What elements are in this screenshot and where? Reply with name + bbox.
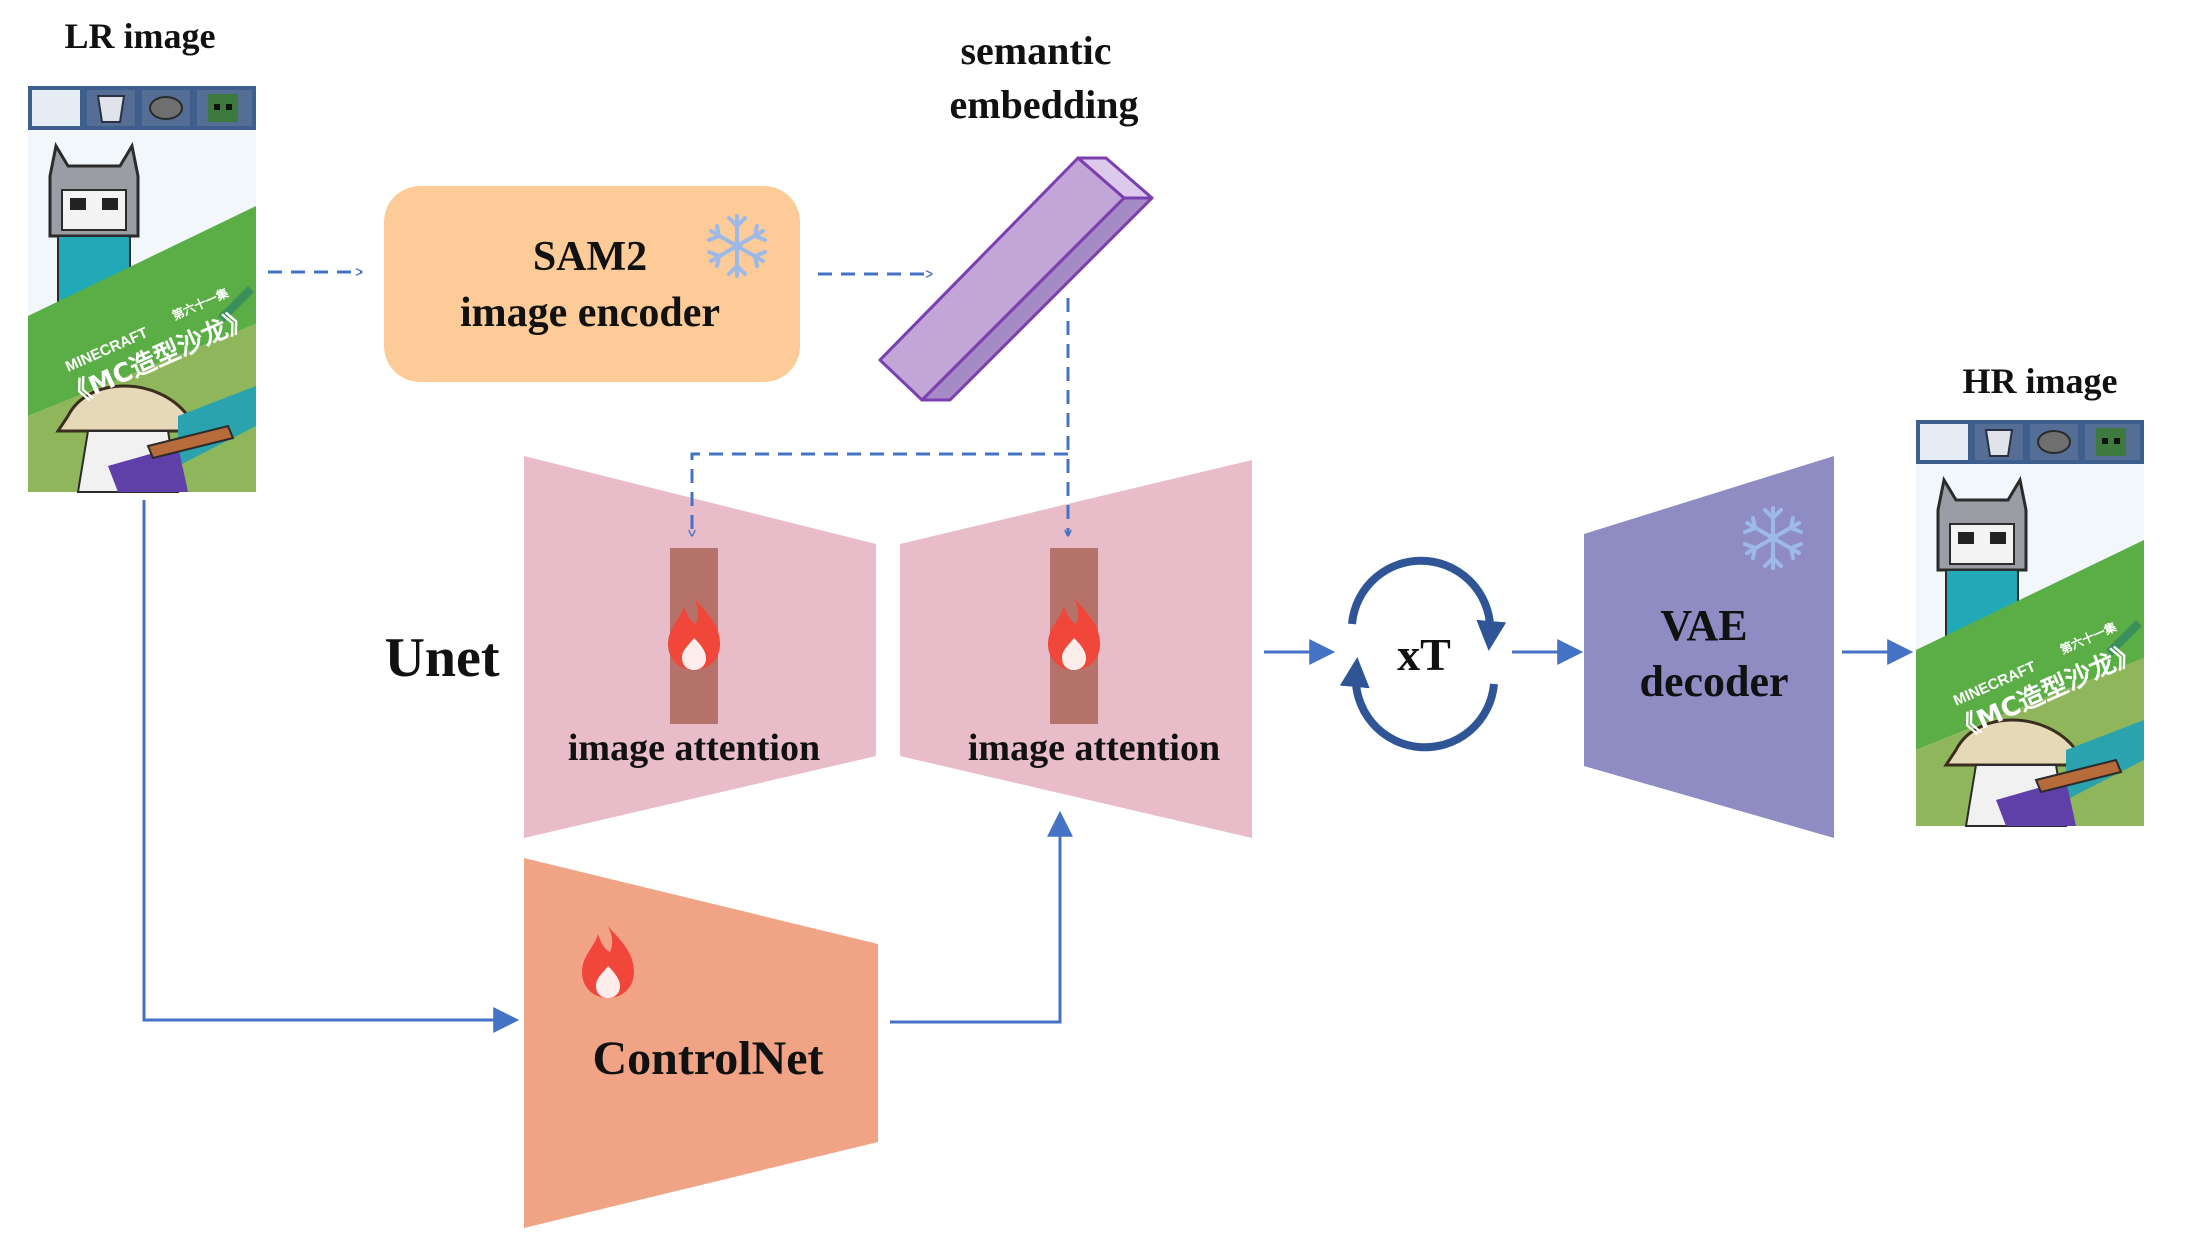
arrow-embedding-to-left-attention [692, 452, 1068, 536]
sam2-label: SAM2 [533, 234, 647, 280]
loop-label: xT [1397, 629, 1451, 680]
lr-image: MINECRAFT 第六十一集 《MC造型沙龙》 [26, 84, 258, 494]
controlnet-label: ControlNet [592, 1032, 823, 1085]
vae-label: VAE [1660, 601, 1747, 650]
attention-right-label: image attention [968, 727, 1220, 769]
solid-arrows [142, 500, 1914, 1033]
sam2-encoder-box [384, 186, 800, 382]
semantic-embedding-prism [878, 156, 1154, 402]
hr-image-label: HR image [1963, 361, 2118, 401]
hr-image: MINECRAFT 第六十一集 《MC造型沙龙》 [1914, 418, 2146, 828]
unet-label: Unet [384, 627, 499, 689]
semantic-label: semantic [960, 28, 1111, 73]
sam2-sublabel: image encoder [460, 290, 720, 336]
attention-left-label: image attention [568, 727, 820, 769]
embedding-label: embedding [950, 82, 1139, 127]
arrow-controlnet-to-unet [890, 810, 1073, 1024]
arrow-lr-to-controlnet [142, 500, 520, 1033]
vae-sublabel: decoder [1639, 657, 1788, 706]
lr-image-label: LR image [65, 16, 216, 56]
dashed-arrows [268, 272, 1068, 536]
loop-circular-arrows-icon [1339, 556, 1507, 752]
